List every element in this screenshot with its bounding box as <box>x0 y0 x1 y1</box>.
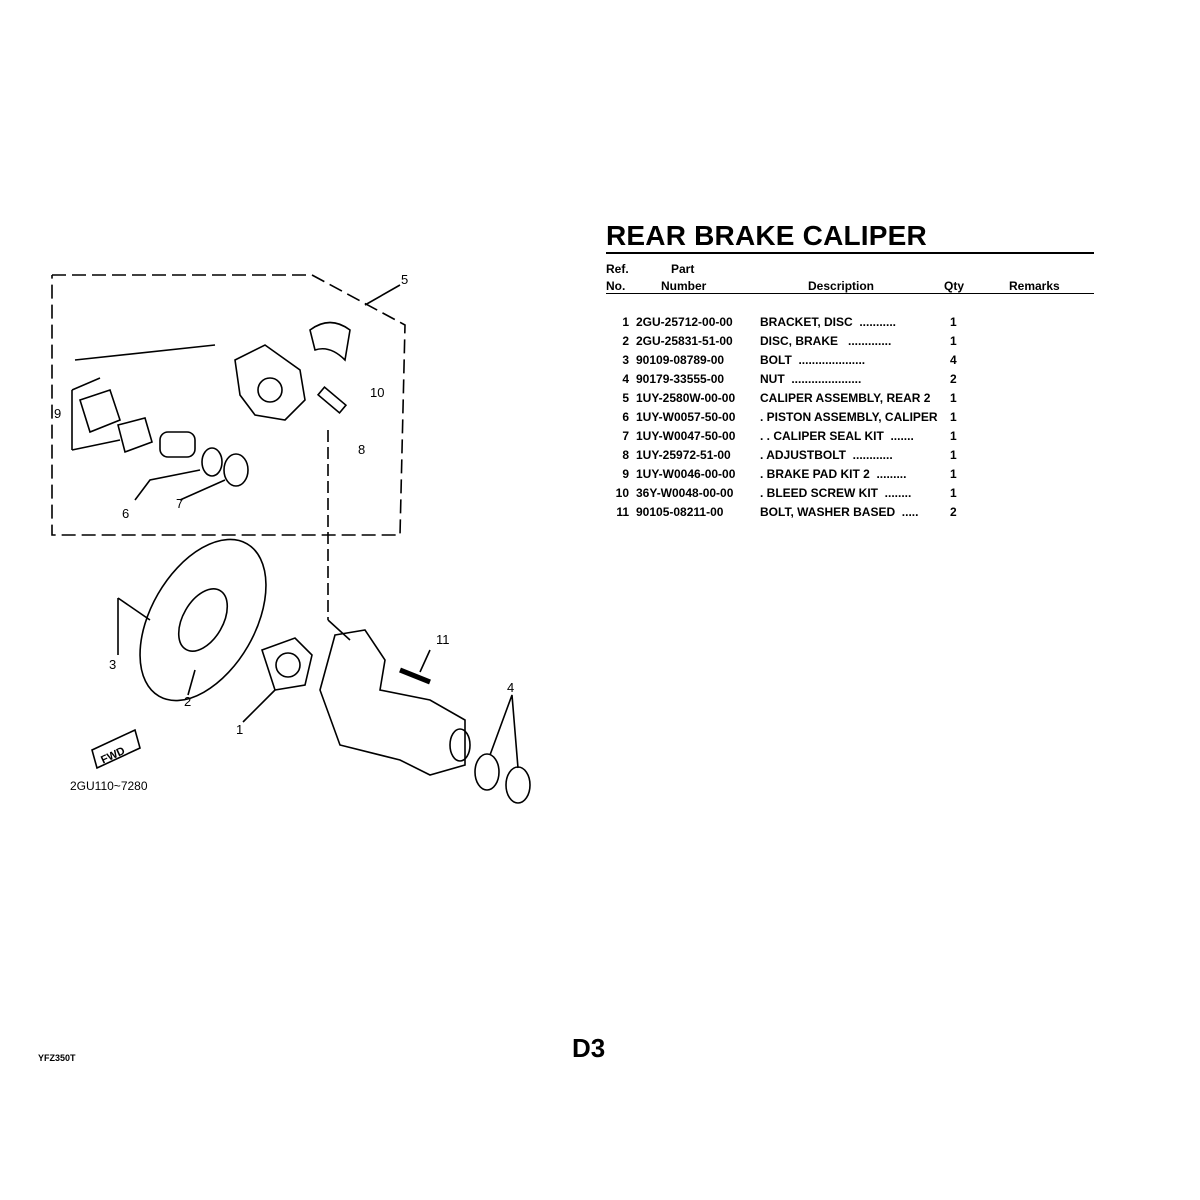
ref-no: 7 <box>622 429 629 443</box>
callout-5: 5 <box>401 272 408 287</box>
axle-nuts <box>474 694 531 804</box>
quantity: 1 <box>950 315 957 329</box>
description: . . CALIPER SEAL KIT ....... <box>760 429 914 443</box>
table-row: 11 90105-08211-00 BOLT, WASHER BASED .....… <box>606 505 1094 523</box>
table-row: 10 36Y-W0048-00-00 . BLEED SCREW KIT .....… <box>606 486 1094 504</box>
part-number: 1UY-W0046-00-00 <box>636 467 736 481</box>
callout-6: 6 <box>122 506 129 521</box>
description: . PISTON ASSEMBLY, CALIPER <box>760 410 938 424</box>
disc-bracket <box>242 637 313 723</box>
part-number: 2GU-25831-51-00 <box>636 334 733 348</box>
callout-8: 8 <box>358 442 365 457</box>
page-number: D3 <box>572 1033 606 1063</box>
quantity: 2 <box>950 505 957 519</box>
quantity: 1 <box>950 429 957 443</box>
part-number: 90105-08211-00 <box>636 505 724 519</box>
ref-no: 10 <box>615 486 629 500</box>
description: BRACKET, DISC ........... <box>760 315 897 329</box>
callout-2: 2 <box>184 694 191 709</box>
caliper-holder <box>319 629 471 776</box>
leader-line <box>364 284 401 306</box>
table-row: 6 1UY-W0057-50-00 . PISTON ASSEMBLY, CALIP… <box>606 410 1094 428</box>
model-code: YFZ350T <box>38 1053 76 1063</box>
part-number: 1UY-W0057-50-00 <box>636 410 736 424</box>
description: NUT ..................... <box>760 372 862 386</box>
callout-3: 3 <box>109 657 116 672</box>
header-part-bottom: Number <box>661 279 707 293</box>
fwd-arrow: FWD <box>91 728 141 770</box>
table-row: 1 2GU-25712-00-00 BRACKET, DISC ..........… <box>606 315 1094 333</box>
header-remarks: Remarks <box>1009 279 1060 293</box>
diagram-code: 2GU110~7280 <box>70 779 148 793</box>
part-number: 90179-33555-00 <box>636 372 725 386</box>
callout-4: 4 <box>507 680 514 695</box>
callout-1: 1 <box>236 722 243 737</box>
description: DISC, BRAKE ............. <box>760 334 892 348</box>
part-number: 1UY-W0047-50-00 <box>636 429 736 443</box>
brake-disc <box>117 538 267 702</box>
part-number: 90109-08789-00 <box>636 353 725 367</box>
callout-11: 11 <box>436 632 450 647</box>
header-description: Description <box>808 279 875 293</box>
ref-no: 11 <box>616 505 629 519</box>
ref-no: 1 <box>622 315 629 329</box>
description: . BRAKE PAD KIT 2 ......... <box>760 467 907 481</box>
ref-no: 6 <box>622 410 629 424</box>
part-number: 1UY-2580W-00-00 <box>636 391 736 405</box>
quantity: 4 <box>950 353 957 367</box>
caliper-assembly-boundary <box>51 274 406 536</box>
piston-and-seals <box>134 431 249 501</box>
description: BOLT .................... <box>760 353 866 367</box>
ref-no: 3 <box>622 353 629 367</box>
callout-9: 9 <box>54 406 61 421</box>
description: CALIPER ASSEMBLY, REAR 2 <box>760 391 931 405</box>
description: . ADJUSTBOLT ............ <box>760 448 893 462</box>
table-row: 3 90109-08789-00 BOLT ....................… <box>606 353 1094 371</box>
ref-no: 9 <box>622 467 629 481</box>
table-row: 4 90179-33555-00 NUT .....................… <box>606 372 1094 390</box>
fwd-label: FWD <box>99 745 127 766</box>
callout-10: 10 <box>370 385 384 400</box>
quantity: 1 <box>950 486 957 500</box>
brake-pads <box>71 344 216 454</box>
ref-no: 8 <box>622 448 629 462</box>
title-divider <box>606 252 1094 254</box>
header-qty: Qty <box>944 279 965 293</box>
description: . BLEED SCREW KIT ........ <box>760 486 912 500</box>
part-number: 1UY-25972-51-00 <box>636 448 731 462</box>
table-row: 2 2GU-25831-51-00 DISC, BRAKE ............… <box>606 334 1094 352</box>
ref-no: 2 <box>622 334 629 348</box>
part-number: 2GU-25712-00-00 <box>636 315 733 329</box>
table-row: 8 1UY-25972-51-00 . ADJUSTBOLT ...........… <box>606 448 1094 466</box>
table-row: 7 1UY-W0047-50-00 . . CALIPER SEAL KIT ...… <box>606 429 1094 447</box>
quantity: 2 <box>950 372 957 386</box>
header-part-top: Part <box>671 262 695 276</box>
quantity: 1 <box>950 334 957 348</box>
quantity: 1 <box>950 467 957 481</box>
ref-no: 4 <box>622 372 629 386</box>
ref-no: 5 <box>622 391 629 405</box>
header-ref-top: Ref. <box>606 262 629 276</box>
page-title: REAR BRAKE CALIPER <box>606 220 927 251</box>
caliper-body <box>234 321 351 421</box>
header-divider <box>606 293 1094 294</box>
quantity: 1 <box>950 410 957 424</box>
header-ref-bottom: No. <box>606 279 626 293</box>
callout-7: 7 <box>176 496 183 511</box>
part-number: 36Y-W0048-00-00 <box>636 486 734 500</box>
exploded-parts-diagram: FWD 5 10 8 9 6 7 3 2 1 11 4 2GU110~7280 <box>51 272 531 804</box>
table-row: 5 1UY-2580W-00-00 CALIPER ASSEMBLY, REAR 2… <box>606 391 1094 409</box>
quantity: 1 <box>950 448 957 462</box>
quantity: 1 <box>950 391 957 405</box>
table-row: 9 1UY-W0046-00-00 . BRAKE PAD KIT 2 ......… <box>606 467 1094 485</box>
description: BOLT, WASHER BASED ..... <box>760 505 919 519</box>
